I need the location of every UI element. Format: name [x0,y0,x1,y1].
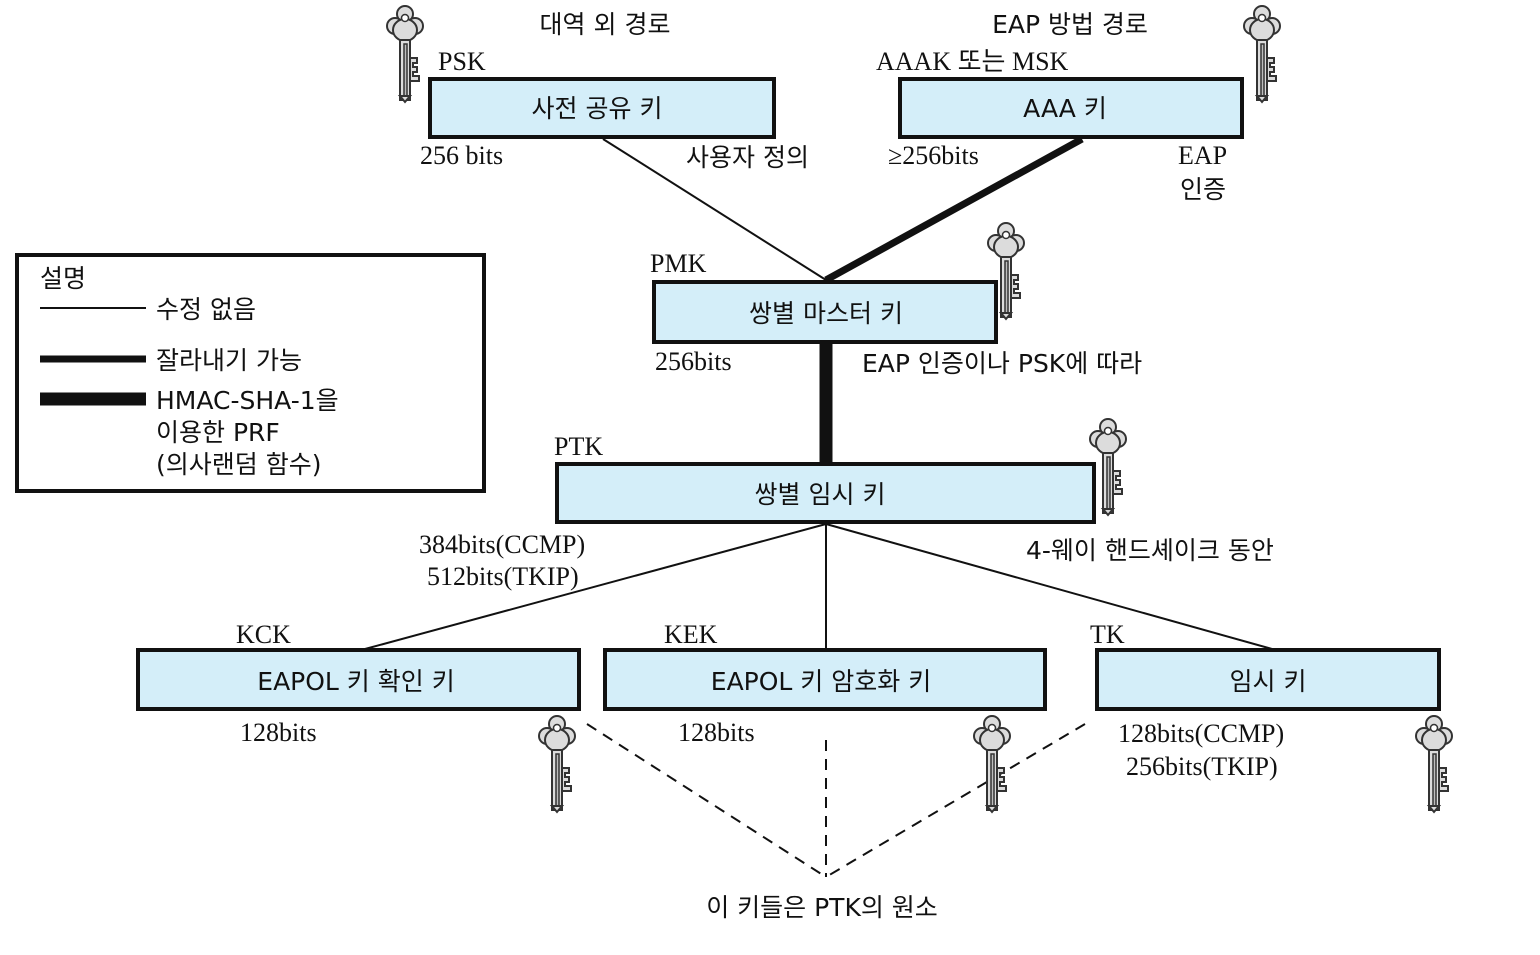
eap-path-header: EAP 방법 경로 [992,10,1148,39]
ptk-box [555,462,1096,524]
tk-size-line1: 128bits(CCMP) [1118,719,1284,748]
key-icon [1415,715,1453,813]
legend-box [15,253,486,493]
ptk-to-tk-connector [825,523,1273,650]
ptk-size-line2: 512bits(TKIP) [427,562,579,591]
kek-label: EAPOL 키 암호화 키 [711,667,931,696]
footer-note: 이 키들은 PTK의 원소 [706,893,938,922]
ptk-tag: PTK [554,432,603,461]
pmk-note: EAP 인증이나 PSK에 따라 [862,349,1142,378]
key-icon [386,5,424,103]
legend-item-thick-line2: 이용한 PRF [156,418,280,447]
out-of-band-header: 대역 외 경로 [540,10,671,39]
kck-dashed-connector [586,723,827,878]
kek-box [603,648,1047,711]
psk-to-pmk-connector [602,138,827,281]
ptk-size-line1: 384bits(CCMP) [419,530,585,559]
pmk-size: 256bits [655,347,732,376]
legend-item-thick-line3: (의사랜덤 함수) [156,450,321,479]
legend-item-medium-label: 잘라내기 가능 [156,346,302,375]
kek-tag: KEK [664,620,718,649]
psk-label: 사전 공유 키 [532,94,663,123]
psk-tag: PSK [438,47,486,76]
aaa-tag: AAAK 또는 MSK [876,47,1069,76]
tk-tag: TK [1090,620,1125,649]
psk-box [428,77,776,139]
kck-tag: KCK [236,620,291,649]
ptk-note: 4-웨이 핸드셰이크 동안 [1026,536,1274,565]
aaa-note-line1: EAP [1178,141,1227,170]
psk-size: 256 bits [420,141,503,170]
key-icon [973,715,1011,813]
kek-size: 128bits [678,718,755,747]
aaa-size: ≥256bits [888,141,979,170]
aaa-to-pmk-connector [824,135,1084,284]
kck-box [136,648,581,711]
psk-note: 사용자 정의 [686,143,809,172]
legend: 설명 수정 없음 잘라내기 가능 HMAC-SHA-1을 이용한 PRF (의사… [15,253,486,493]
pmk-box [652,280,998,344]
kck-label: EAPOL 키 확인 키 [257,667,454,696]
tk-label: 임시 키 [1230,667,1307,696]
tk-dashed-connector [825,723,1086,878]
kck-size: 128bits [240,718,317,747]
aaa-note-line2: 인증 [1180,175,1226,204]
key-icon [538,715,576,813]
pmk-label: 쌍별 마스터 키 [749,299,903,328]
aaa-box [898,77,1244,139]
aaa-label: AAA 키 [1023,94,1107,123]
tk-box [1095,648,1441,711]
pmk-tag: PMK [650,249,707,278]
legend-item-thin-label: 수정 없음 [156,295,256,324]
legend-item-thick-line1: HMAC-SHA-1을 [156,386,339,415]
legend-title: 설명 [40,264,86,293]
key-icon [1243,5,1281,103]
tk-size-line2: 256bits(TKIP) [1126,752,1278,781]
ptk-label: 쌍별 임시 키 [755,480,886,509]
ptk-to-kck-connector [364,523,827,650]
